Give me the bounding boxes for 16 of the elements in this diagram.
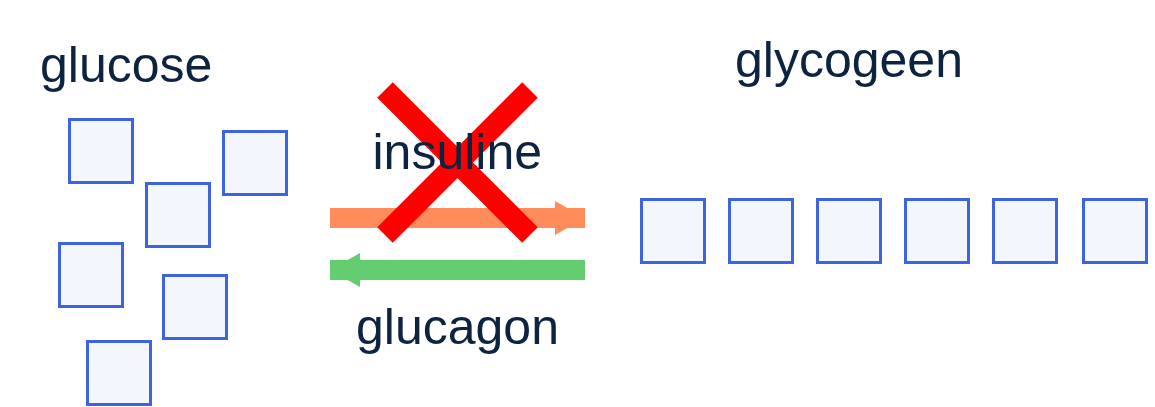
square-block bbox=[1082, 198, 1148, 264]
square-block bbox=[68, 118, 134, 184]
square-block bbox=[58, 242, 124, 308]
edge-label: glucagon bbox=[356, 302, 559, 352]
arrow bbox=[330, 253, 585, 287]
square-block bbox=[162, 274, 228, 340]
square-block bbox=[816, 198, 882, 264]
square-block bbox=[728, 198, 794, 264]
group-heading: glucose bbox=[40, 40, 213, 90]
square-block bbox=[222, 130, 288, 196]
square-block bbox=[992, 198, 1058, 264]
group-heading: glycogeen bbox=[735, 35, 963, 85]
square-block bbox=[640, 198, 706, 264]
square-block bbox=[86, 340, 152, 406]
square-block bbox=[904, 198, 970, 264]
square-block bbox=[145, 182, 211, 248]
